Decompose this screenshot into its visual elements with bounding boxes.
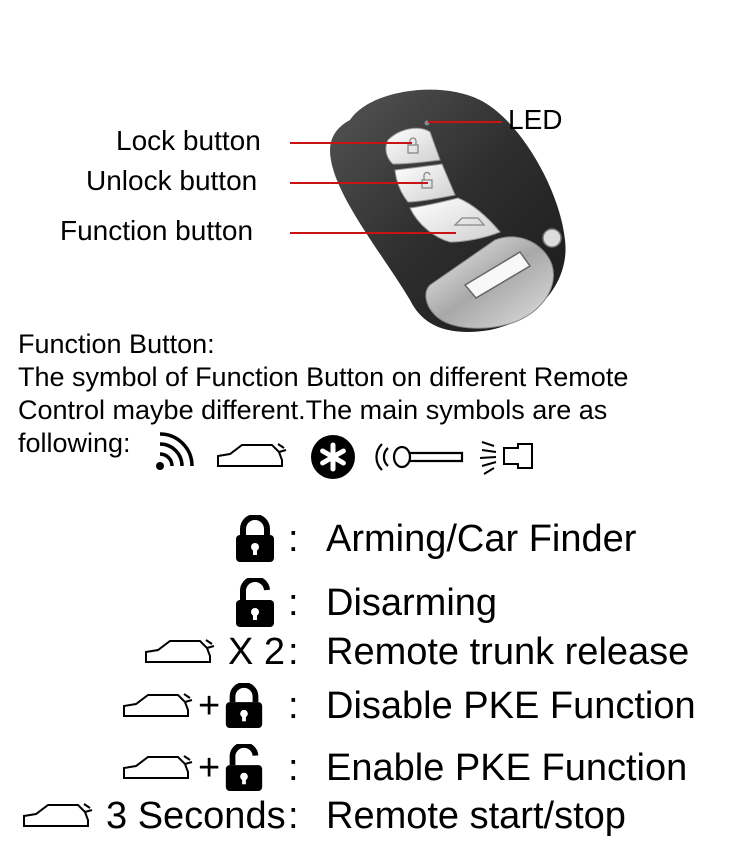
light-beam-icon — [479, 441, 533, 475]
smart-key-fob — [330, 89, 566, 332]
separator: : — [288, 795, 299, 837]
separator: : — [288, 518, 299, 560]
legend-row-arming: : Arming/Car Finder — [0, 513, 750, 565]
separator: : — [288, 747, 299, 789]
legend-row-disarming: : Disarming — [0, 577, 750, 629]
unlock-icon — [236, 578, 274, 627]
leader-function — [290, 232, 456, 234]
legend-label-remote-start: Remote start/stop — [326, 795, 626, 837]
signal-icon — [156, 432, 194, 470]
legend-label-disarming: Disarming — [326, 582, 498, 624]
legend-row-enable-pke: + : Enable PKE Function — [0, 742, 750, 794]
car-trunk-icon — [123, 755, 193, 779]
trunk-multiplier: X 2 — [228, 631, 286, 673]
callout-lock: Lock button — [116, 125, 261, 156]
legend-label-enable-pke: Enable PKE Function — [326, 747, 688, 789]
callout-led: LED — [508, 104, 563, 135]
car-trunk-icon — [23, 803, 93, 827]
separator: : — [288, 685, 299, 727]
desc-line-3: Control maybe different.The main symbols… — [18, 395, 608, 425]
callout-unlock: Unlock button — [86, 165, 258, 196]
key-slot — [463, 251, 532, 299]
separator: : — [288, 631, 299, 673]
leader-unlock — [290, 182, 428, 184]
key-signal-icon — [375, 443, 464, 471]
legend-label-disable-pke: Disable PKE Function — [326, 685, 696, 727]
car-trunk-icon — [123, 693, 193, 717]
desc-line-2: The symbol of Function Button on differe… — [18, 362, 629, 392]
function-button — [409, 197, 501, 243]
lock-icon — [236, 515, 274, 562]
legend-label-trunk: Remote trunk release — [326, 631, 690, 673]
asterisk-icon — [311, 435, 355, 479]
legend-row-trunk: X 2 : Remote trunk release — [0, 626, 750, 678]
separator: : — [288, 582, 299, 624]
unlock-icon — [226, 744, 263, 791]
legend-row-disable-pke: + : Disable PKE Function — [0, 680, 750, 732]
desc-line-1: Function Button: — [18, 329, 215, 359]
car-trunk-icon — [217, 443, 287, 467]
leader-lock — [290, 142, 412, 144]
legend-label-arming: Arming/Car Finder — [326, 518, 637, 560]
lock-icon — [226, 683, 263, 728]
release-button — [542, 228, 562, 248]
callout-function: Function button — [60, 215, 254, 246]
lock-button — [385, 127, 441, 165]
hold-duration: 3 Seconds — [106, 795, 286, 837]
car-trunk-icon — [145, 639, 215, 663]
plus-sign: + — [198, 685, 221, 727]
desc-line-4: following: — [18, 428, 131, 458]
leader-led — [428, 121, 502, 123]
plus-sign: + — [198, 747, 221, 789]
legend-row-remote-start: 3 Seconds : Remote start/stop — [0, 790, 750, 842]
